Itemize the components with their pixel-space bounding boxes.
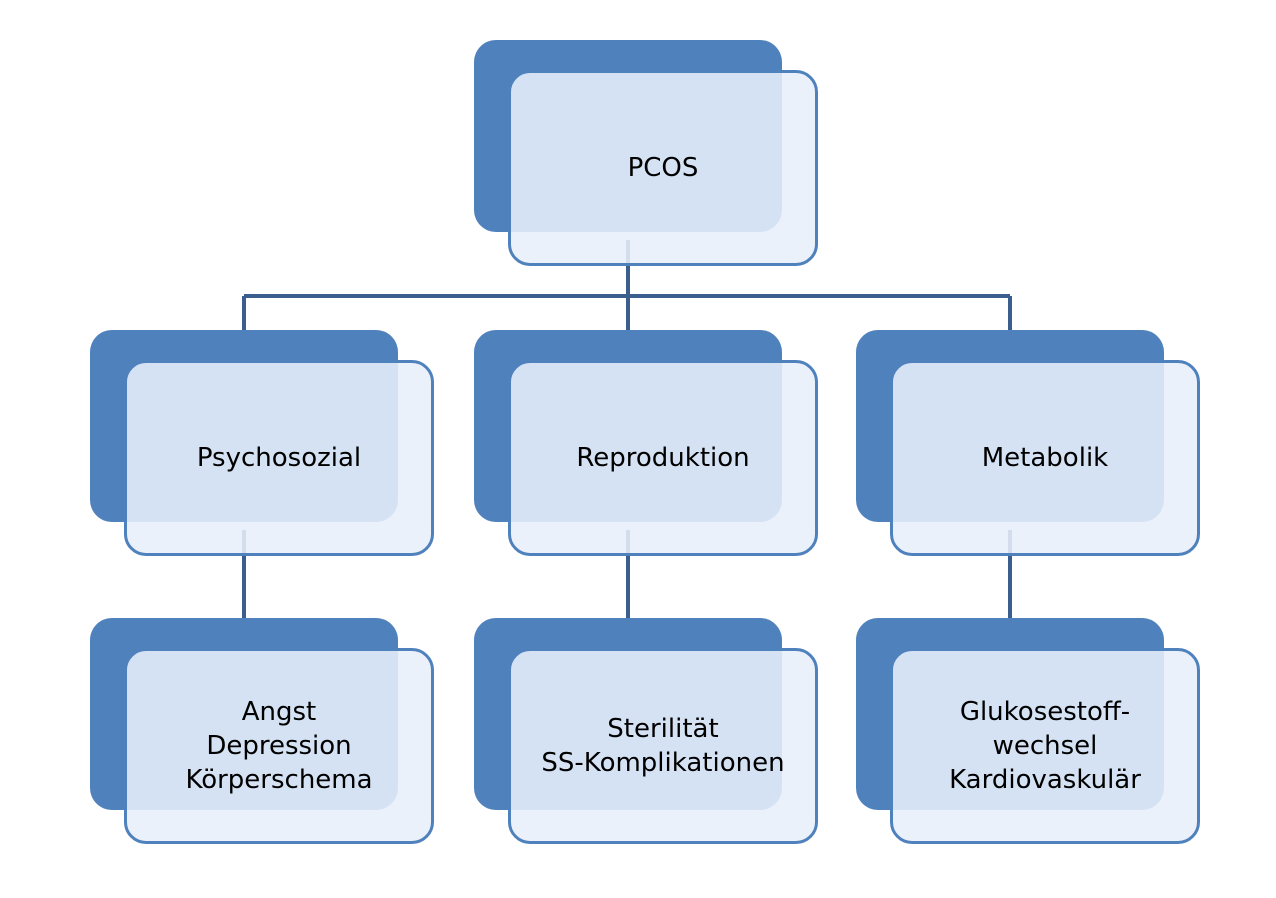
node-metabolik-front: Metabolik	[890, 360, 1200, 556]
detail-line: wechsel	[992, 731, 1098, 761]
node-root-front: PCOS	[508, 70, 818, 266]
node-psychosozial-detail-front: Angst Depression Körperschema	[124, 648, 434, 844]
node-reproduktion-label: Reproduktion	[576, 443, 750, 473]
detail-line: Sterilität	[607, 714, 719, 744]
node-reproduktion-front: Reproduktion	[508, 360, 818, 556]
detail-line: Depression	[206, 731, 352, 761]
detail-line: Körperschema	[185, 765, 373, 795]
node-reproduktion-detail-front: Sterilität SS-Komplikationen	[508, 648, 818, 844]
detail-line: Glukosestoff-	[959, 697, 1131, 727]
metabolik-detail-lines: Glukosestoff- wechsel Kardiovaskulär	[949, 695, 1141, 797]
detail-line: Kardiovaskulär	[949, 765, 1141, 795]
detail-line: SS-Komplikationen	[541, 748, 785, 778]
node-root-label: PCOS	[627, 153, 699, 183]
node-psychosozial-front: Psychosozial	[124, 360, 434, 556]
node-psychosozial-label: Psychosozial	[196, 443, 362, 473]
reproduktion-detail-lines: Sterilität SS-Komplikationen	[541, 712, 784, 780]
psychosozial-detail-lines: Angst Depression Körperschema	[185, 695, 372, 797]
detail-line: Angst	[241, 697, 317, 727]
node-metabolik-detail-front: Glukosestoff- wechsel Kardiovaskulär	[890, 648, 1200, 844]
node-metabolik-label: Metabolik	[981, 443, 1109, 473]
